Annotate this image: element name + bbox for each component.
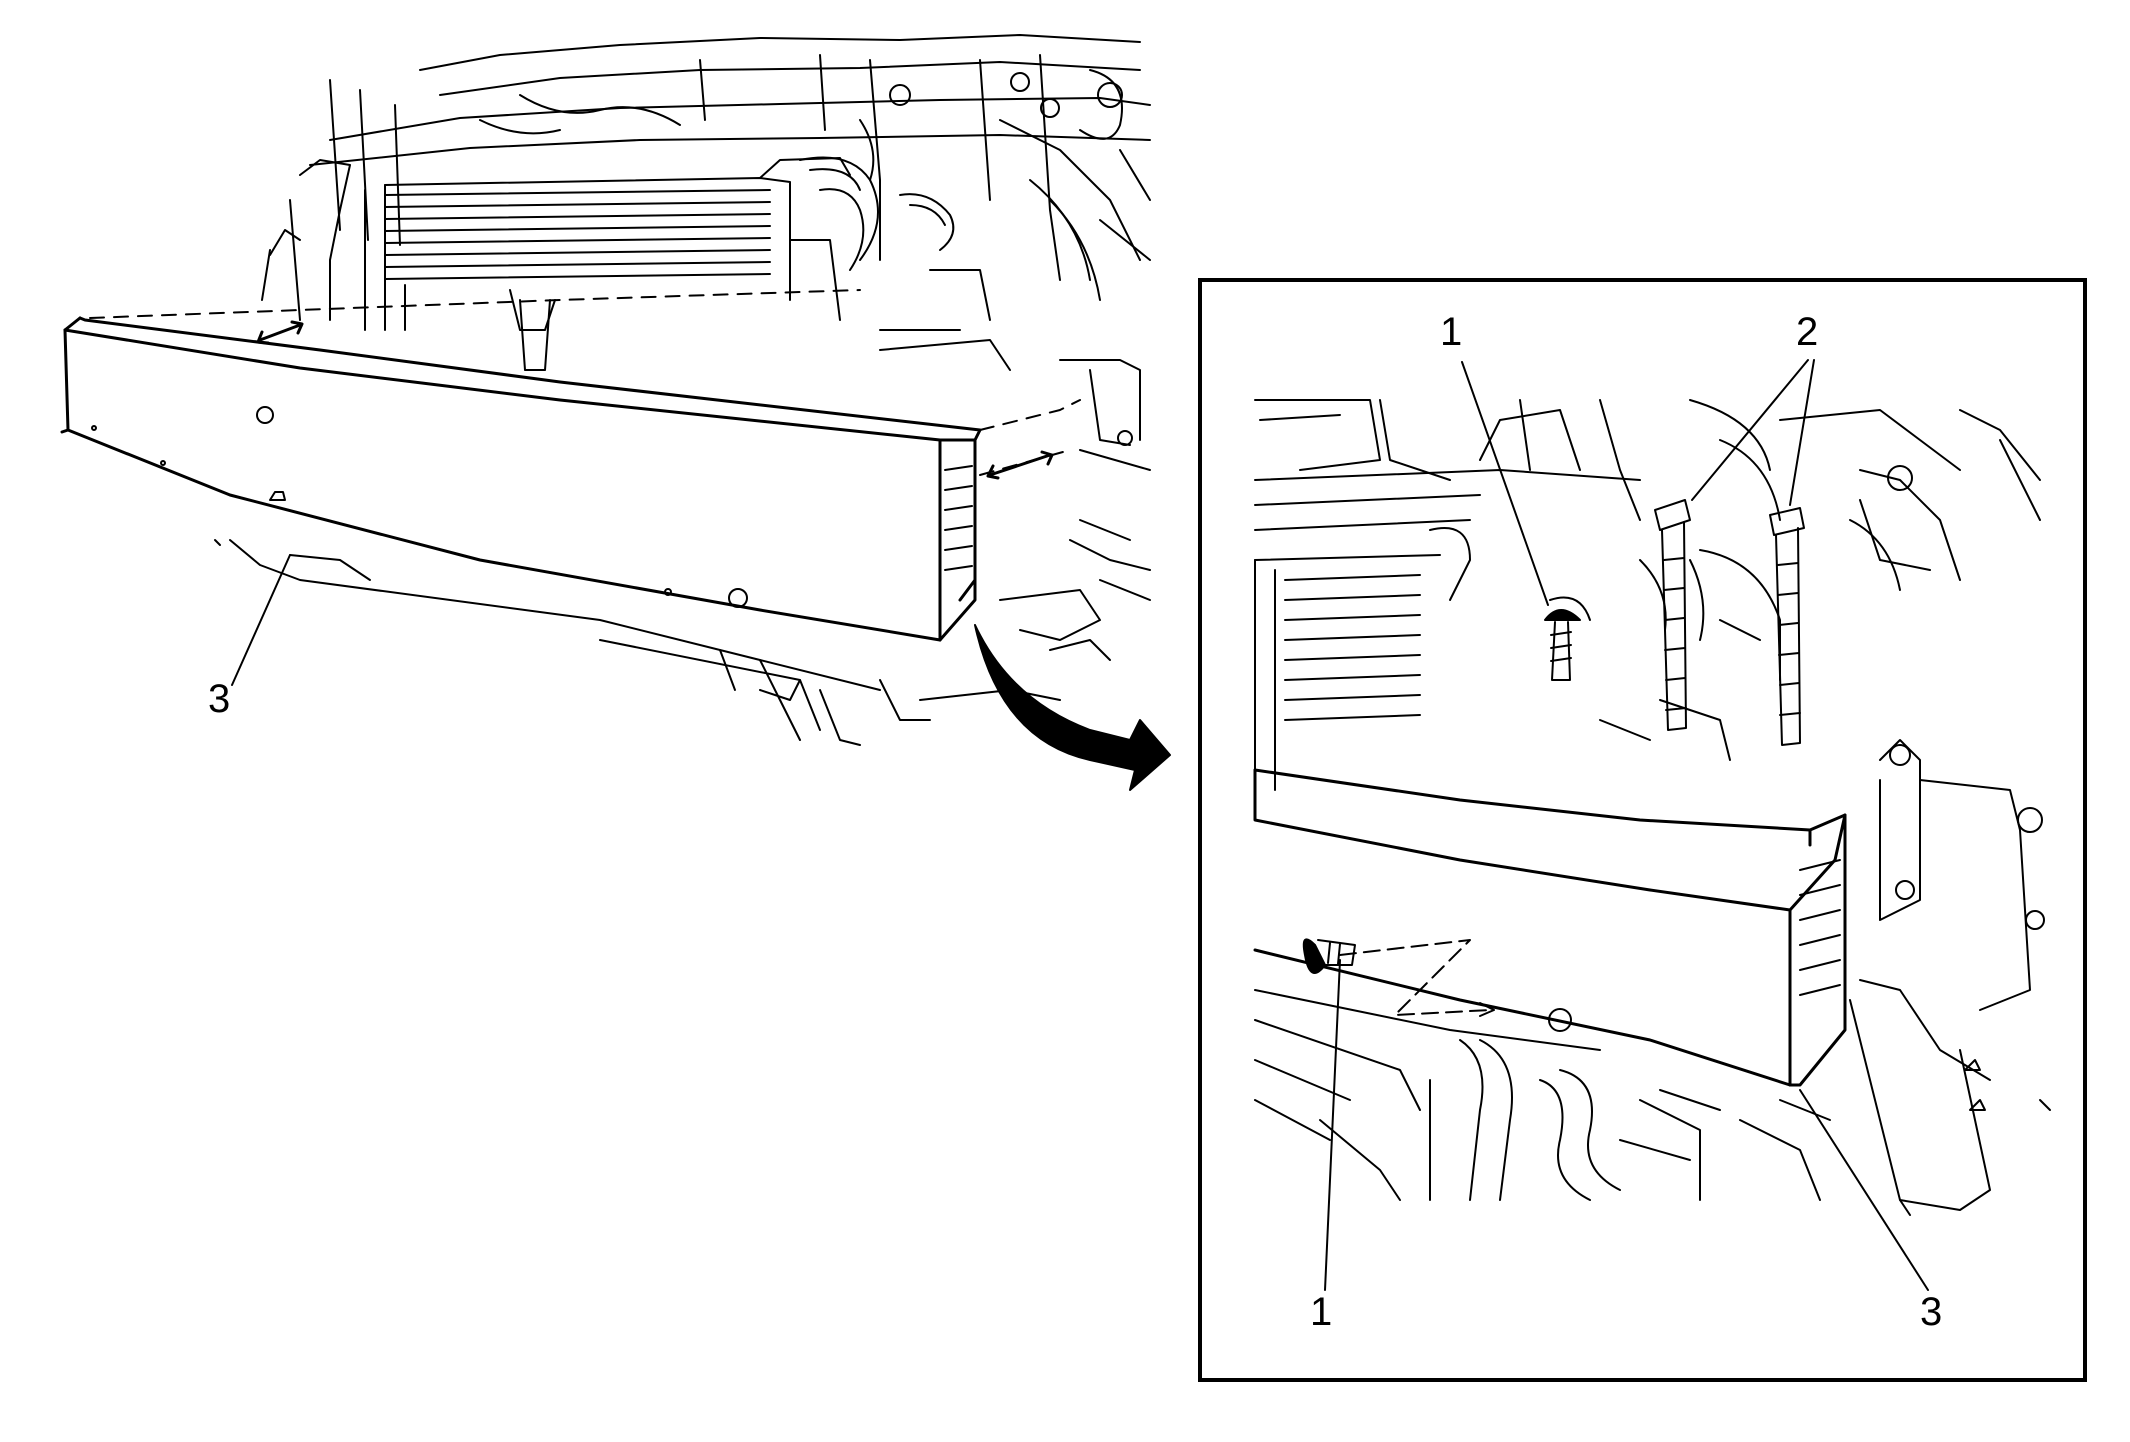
detail-impact-bar bbox=[1253, 768, 1847, 1087]
detail-transition-arrow bbox=[974, 624, 1171, 791]
bolt-left bbox=[1654, 499, 1691, 731]
push-pin-retainer-lower bbox=[1302, 938, 1356, 974]
leader-line-1-top bbox=[1461, 361, 1549, 606]
callout-1-detail-bottom: 1 bbox=[1310, 1290, 1332, 1334]
leader-line-2a bbox=[1691, 359, 1809, 501]
detail-bar-end-ribs bbox=[1799, 859, 1841, 996]
push-pin-retainer-upper bbox=[1544, 609, 1581, 681]
right-frame-rail bbox=[1059, 359, 1151, 601]
removal-path-lines bbox=[89, 289, 1081, 476]
main-view-front-end bbox=[60, 34, 1171, 791]
radiator-core bbox=[364, 157, 865, 371]
bar-end-ribs bbox=[944, 465, 973, 571]
coolant-lines bbox=[799, 156, 1011, 371]
detail-pin-insertion-path bbox=[1339, 939, 1491, 1016]
callout-3-detail: 3 bbox=[1920, 1290, 1942, 1334]
detail-mounting-bracket bbox=[1849, 739, 2051, 1216]
left-upright bbox=[261, 159, 351, 321]
detail-view-inset bbox=[1198, 278, 2087, 1382]
bumper-impact-bar bbox=[60, 316, 982, 642]
bolt-right bbox=[1769, 507, 1805, 746]
leader-line-2b bbox=[1789, 359, 1815, 506]
detail-pin-arrow-head bbox=[1479, 1002, 1495, 1017]
callout-1-detail-top: 1 bbox=[1440, 310, 1462, 354]
detail-pin-hole bbox=[1548, 1008, 1572, 1032]
leader-line-3-detail bbox=[1799, 1089, 1929, 1291]
leader-line-3-main bbox=[231, 554, 291, 686]
callout-2-detail: 2 bbox=[1796, 310, 1818, 354]
movement-arrows bbox=[256, 320, 1054, 480]
detail-frame bbox=[1198, 278, 2087, 1382]
leader-line-1-bottom bbox=[1324, 959, 1341, 1291]
lower-splash-shield bbox=[214, 539, 1111, 746]
upper-structure bbox=[309, 34, 1151, 301]
callout-3-main: 3 bbox=[208, 677, 230, 721]
